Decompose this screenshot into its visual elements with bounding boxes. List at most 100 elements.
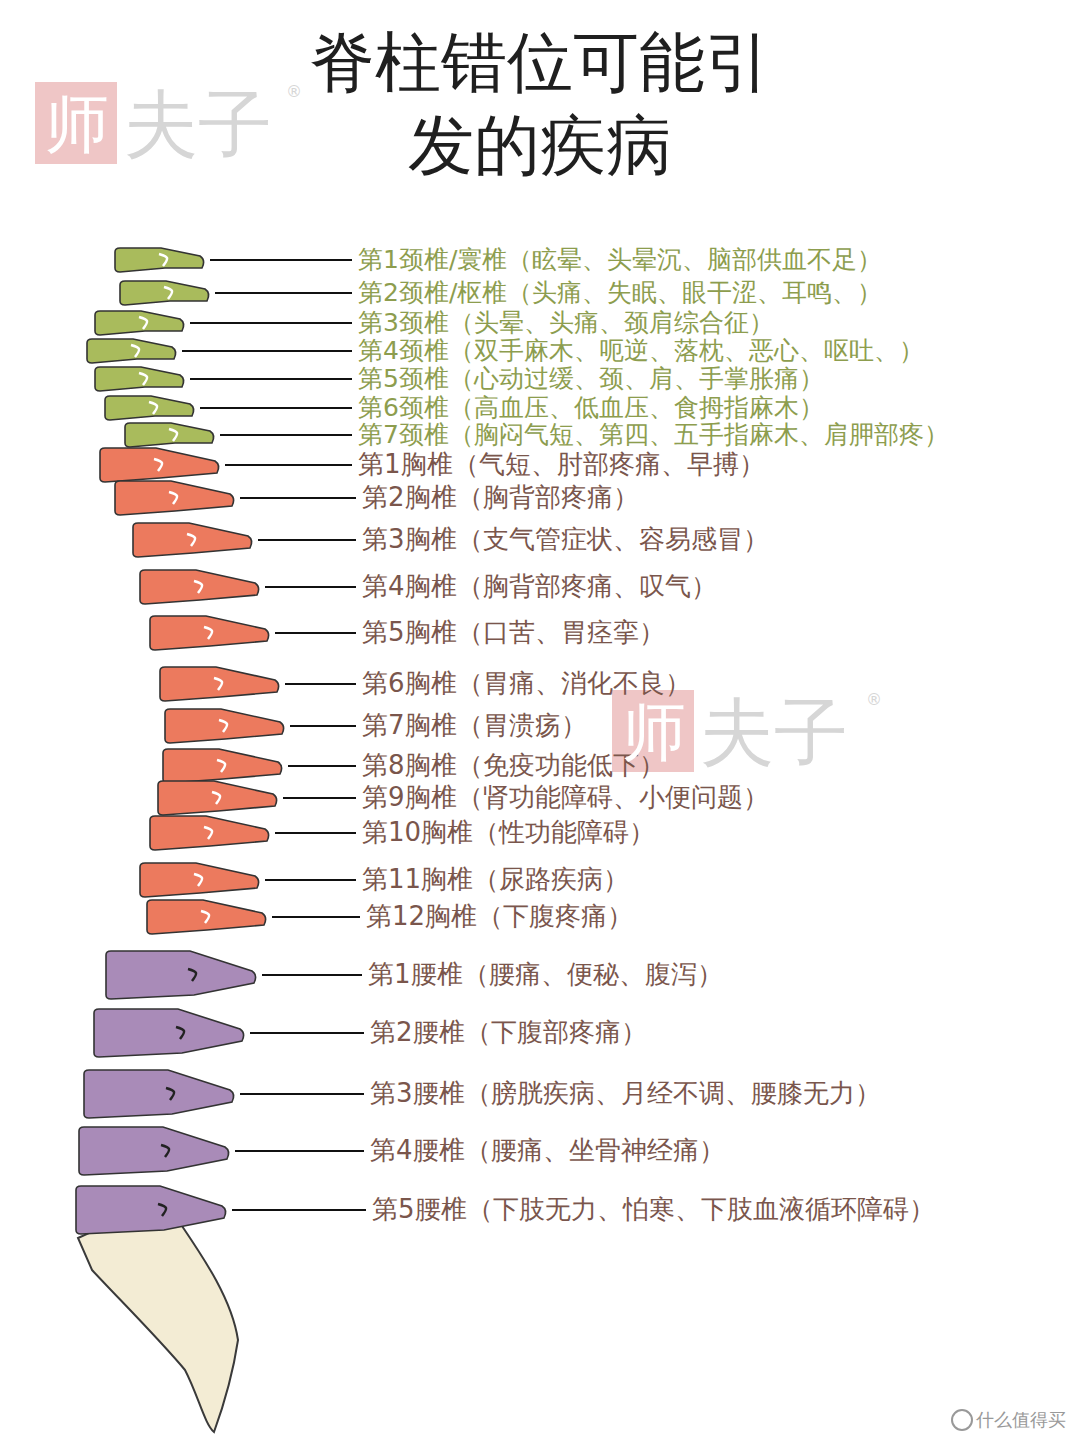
- vertebra-label: 第1胸椎（气短、肘部疼痛、早搏）: [358, 449, 765, 480]
- leader-line: [200, 407, 352, 409]
- vertebra: [87, 339, 176, 363]
- leader-line: [258, 539, 356, 541]
- vertebra-detail: [169, 492, 177, 504]
- leader-line: [285, 683, 356, 685]
- vertebra-label: 第1腰椎（腰痛、便秘、腹泻）: [368, 959, 723, 990]
- vertebra-label: 第12胸椎（下腹疼痛）: [366, 901, 633, 932]
- vertebra: [133, 523, 252, 557]
- watermark: 师: [622, 694, 686, 771]
- leader-line: [182, 350, 352, 352]
- watermark: 什么值得买: [976, 1409, 1066, 1431]
- vertebra: [160, 667, 279, 701]
- vertebra-label: 第6颈椎（高血压、低血压、食拇指麻木）: [358, 393, 824, 423]
- vertebra-label: 第3颈椎（头晕、头痛、颈肩综合征）: [358, 308, 774, 338]
- vertebra-detail: [154, 459, 162, 471]
- vertebra-label: 第9胸椎（肾功能障碍、小便问题）: [362, 782, 769, 813]
- vertebra-detail: [204, 627, 212, 639]
- vertebra-detail: [194, 581, 202, 593]
- vertebra: [106, 951, 256, 999]
- watermark: 夫子: [700, 688, 848, 777]
- leader-line: [232, 1209, 366, 1211]
- vertebra: [105, 396, 194, 420]
- vertebra-label: 第5腰椎（下肢无力、怕寒、下肢血液循环障碍）: [372, 1194, 935, 1225]
- vertebra-label: 第8胸椎（免疫功能低下）: [362, 750, 665, 781]
- sacrum: [78, 1222, 238, 1432]
- vertebra-detail: [158, 1204, 166, 1216]
- watermark: 师: [45, 86, 109, 163]
- vertebra: [76, 1186, 226, 1234]
- vertebra-label: 第5胸椎（口苦、胃痉挛）: [362, 617, 665, 648]
- vertebra-label: 第7胸椎（胃溃疡）: [362, 710, 587, 741]
- leader-line: [215, 292, 352, 294]
- vertebra-detail: [212, 792, 220, 804]
- vertebra: [95, 311, 184, 335]
- vertebra-detail: [176, 1027, 184, 1039]
- vertebra-label: 第11胸椎（尿路疾病）: [362, 864, 629, 895]
- watermark: ®: [866, 690, 882, 709]
- vertebra: [125, 423, 214, 447]
- watermark-icon: [952, 1410, 972, 1430]
- vertebra: [115, 248, 204, 272]
- vertebra-label: 第2腰椎（下腹部疼痛）: [370, 1017, 647, 1048]
- leader-line: [225, 464, 352, 466]
- leader-line: [262, 974, 362, 976]
- vertebra: [115, 481, 234, 515]
- vertebra-label: 第4腰椎（腰痛、坐骨神经痛）: [370, 1135, 725, 1166]
- vertebra-label: 第4胸椎（胸背部疼痛、叹气）: [362, 571, 717, 602]
- leader-line: [265, 586, 356, 588]
- vertebra-detail: [149, 402, 157, 414]
- vertebra-label: 第5颈椎（心动过缓、颈、肩、手掌胀痛）: [358, 364, 824, 394]
- leader-line: [283, 797, 356, 799]
- vertebra-detail: [161, 1145, 169, 1157]
- vertebra-label: 第2颈椎/枢椎（头痛、失眠、眼干涩、耳鸣、）: [358, 278, 882, 308]
- leader-line: [275, 832, 356, 834]
- vertebra-detail: [131, 345, 139, 357]
- leader-line: [290, 725, 356, 727]
- vertebra-label: 第6胸椎（胃痛、消化不良）: [362, 668, 691, 699]
- leader-line: [210, 259, 352, 261]
- vertebra: [95, 367, 184, 391]
- watermark: 夫子: [124, 80, 272, 169]
- vertebra-label: 第2胸椎（胸背部疼痛）: [362, 482, 639, 513]
- vertebra-label: 第3腰椎（膀胱疾病、月经不调、腰膝无力）: [370, 1078, 881, 1109]
- leader-line: [250, 1032, 364, 1034]
- vertebra-detail: [164, 287, 172, 299]
- vertebra-detail: [217, 760, 225, 772]
- vertebra: [140, 570, 259, 604]
- vertebra-detail: [214, 678, 222, 690]
- leader-line: [190, 378, 352, 380]
- vertebra: [79, 1127, 229, 1175]
- leader-line: [240, 497, 356, 499]
- leader-line: [240, 1093, 364, 1095]
- vertebra: [150, 816, 269, 850]
- vertebra-detail: [169, 429, 177, 441]
- vertebra-label: 第1颈椎/寰椎（眩晕、头晕沉、脑部供血不足）: [358, 245, 882, 275]
- vertebra: [147, 900, 266, 934]
- vertebra-label: 第10胸椎（性功能障碍）: [362, 817, 655, 848]
- leader-line: [235, 1150, 364, 1152]
- title: 脊柱错位可能引发的疾病: [300, 22, 780, 187]
- vertebra: [150, 616, 269, 650]
- vertebra-detail: [139, 317, 147, 329]
- watermark-stamp: [35, 82, 117, 164]
- vertebra-label: 第4颈椎（双手麻木、呃逆、落枕、恶心、呕吐、）: [358, 336, 924, 366]
- leader-line: [272, 916, 360, 918]
- vertebra-detail: [201, 911, 209, 923]
- vertebra: [94, 1009, 244, 1057]
- vertebra: [100, 448, 219, 482]
- leader-line: [220, 434, 352, 436]
- leader-line: [288, 765, 356, 767]
- vertebra-detail: [194, 874, 202, 886]
- vertebra: [84, 1070, 234, 1118]
- leader-line: [275, 632, 356, 634]
- vertebra-detail: [188, 969, 196, 981]
- vertebra-label: 第3胸椎（支气管症状、容易感冒）: [362, 524, 769, 555]
- vertebra-detail: [204, 827, 212, 839]
- leader-line: [190, 322, 352, 324]
- vertebra-detail: [187, 534, 195, 546]
- vertebra: [158, 781, 277, 815]
- vertebra-detail: [139, 373, 147, 385]
- vertebra-detail: [219, 720, 227, 732]
- vertebra: [163, 749, 282, 783]
